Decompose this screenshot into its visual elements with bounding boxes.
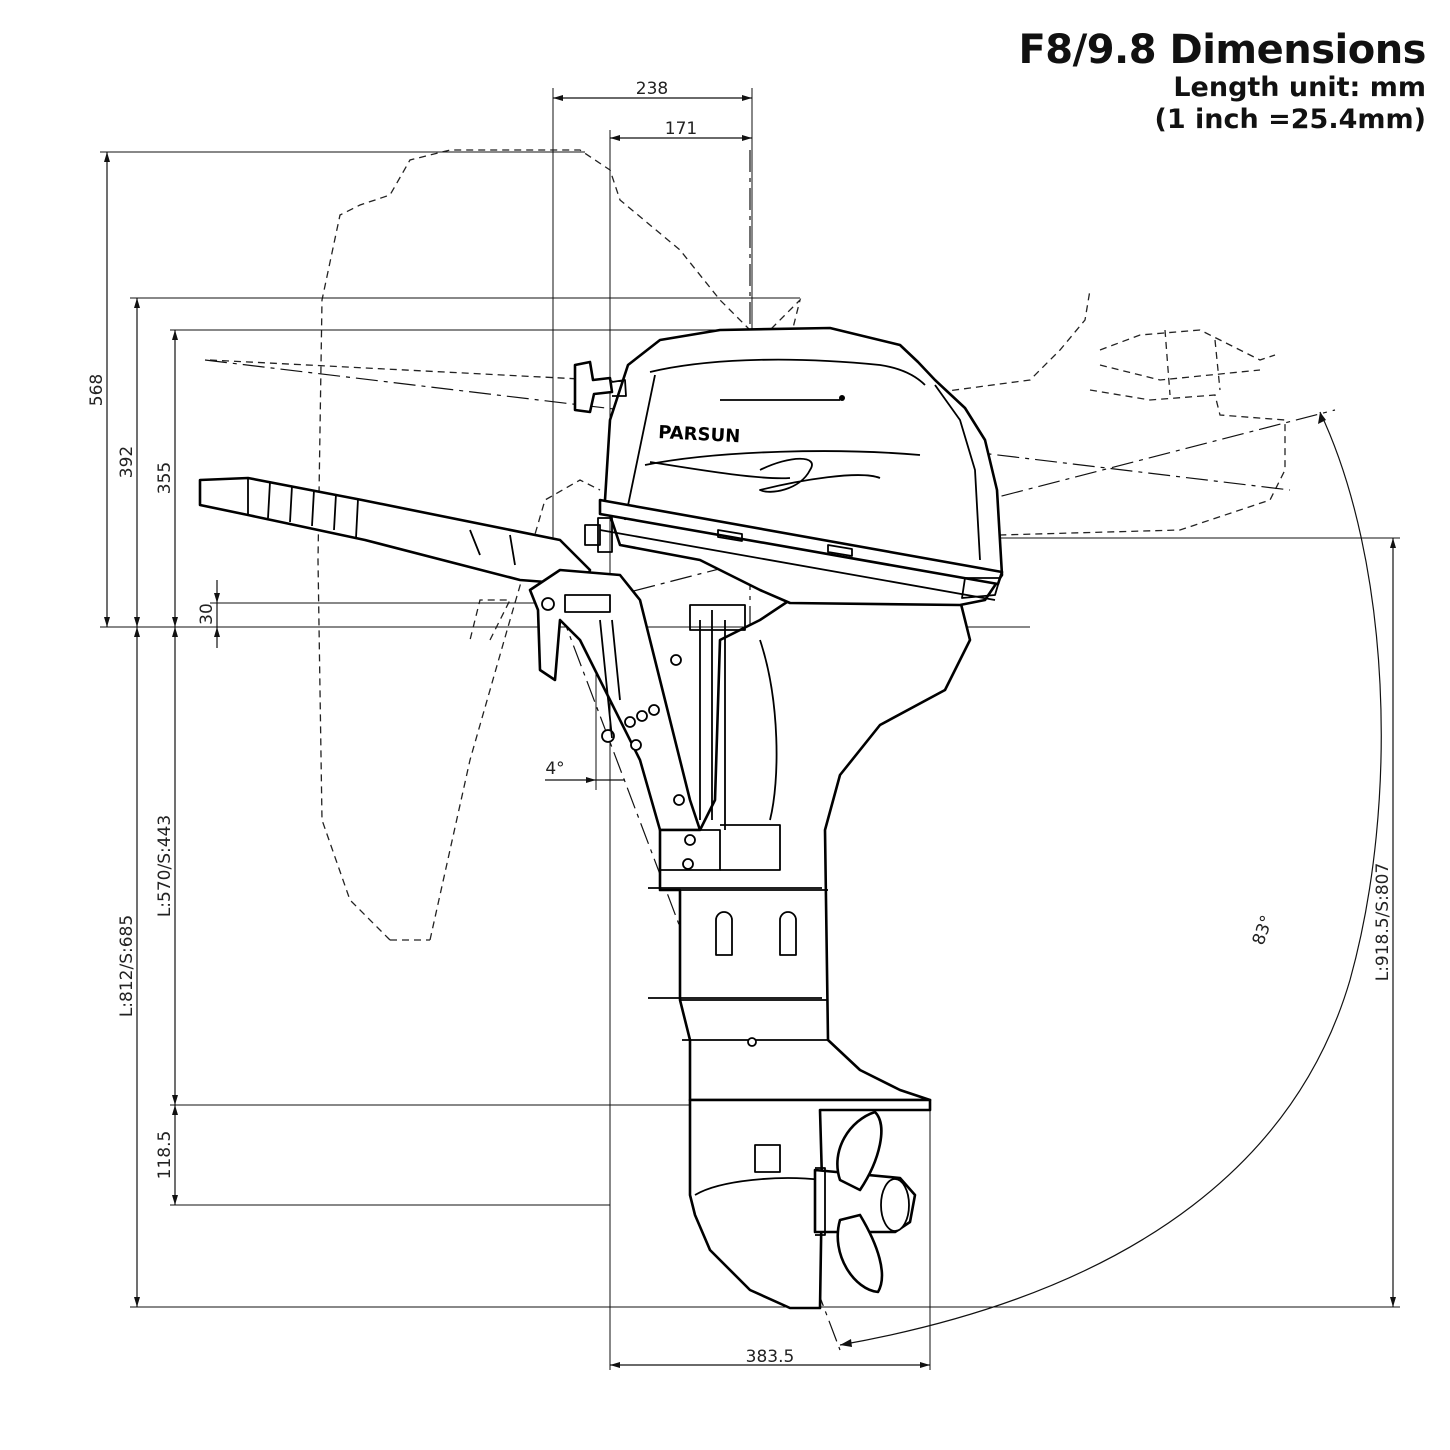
dim-4-degree: 4°: [545, 759, 564, 779]
lower-unit: [688, 1037, 932, 1310]
dim-392: 392: [117, 446, 137, 478]
dim-reach: L:918.5/S:807: [1373, 863, 1393, 982]
page-title: F8/9.8 Dimensions: [1018, 27, 1426, 73]
propeller: [813, 1110, 917, 1294]
dim-shaft-total: L:812/S:685: [117, 915, 137, 1017]
midsection: [648, 598, 972, 1102]
unit-note: Length unit: mm: [1173, 72, 1426, 103]
tiller-handle: [198, 476, 592, 587]
dim-83-degree: 83°: [1249, 913, 1278, 948]
dim-118-5: 118.5: [155, 1131, 175, 1180]
dim-383-5: 383.5: [746, 1347, 795, 1367]
engine-cowling: PARSUN: [584, 326, 1004, 607]
conversion-note: (1 inch =25.4mm): [1154, 104, 1426, 135]
clamp-bracket: [528, 568, 702, 832]
dim-shaft-short: L:570/S:443: [155, 815, 175, 917]
outboard-motor: PARSUN: [198, 326, 1004, 1310]
starter-handle: [573, 360, 627, 414]
dim-30: 30: [197, 603, 217, 625]
dimension-labels: 238 171 568 392 355 30 4° L:570/S:443 L:…: [87, 79, 1393, 1367]
dim-568: 568: [87, 374, 107, 406]
dim-238: 238: [636, 79, 668, 99]
title-block: F8/9.8 Dimensions Length unit: mm (1 inc…: [1018, 28, 1426, 136]
dim-171: 171: [665, 119, 697, 139]
dim-355: 355: [155, 462, 175, 494]
brand-label: PARSUN: [658, 422, 741, 447]
